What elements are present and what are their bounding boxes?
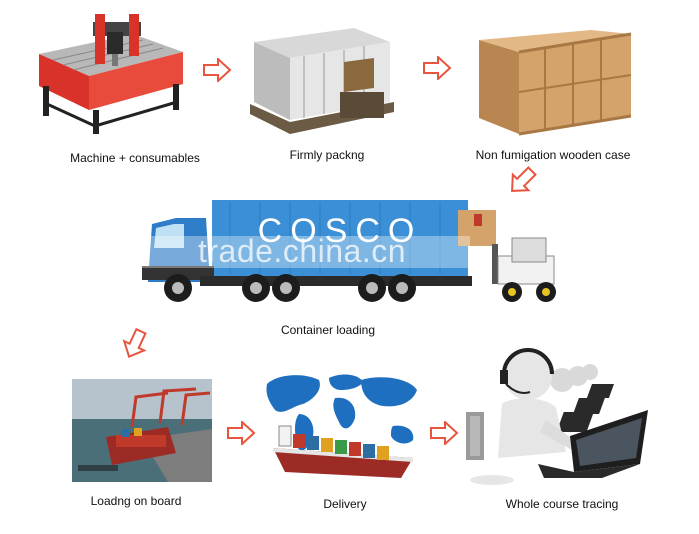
delivery-image — [263, 370, 423, 485]
arrow-right-icon — [429, 421, 459, 445]
arrow-right-icon — [226, 421, 256, 445]
packing-image — [244, 22, 394, 137]
arrow-right-icon — [422, 56, 452, 80]
machine-image — [33, 14, 185, 136]
wooden-case-image — [475, 30, 635, 140]
step-label-packing: Firmly packng — [272, 148, 382, 162]
step-label-container: Container loading — [268, 323, 388, 337]
arrow-down-left-icon — [118, 328, 152, 360]
step-label-wooden-case: Non fumigation wooden case — [470, 148, 636, 162]
arrow-down-left-icon — [505, 165, 539, 197]
step-label-tracing: Whole course tracing — [494, 497, 630, 511]
watermark-text: trade.china.cn — [142, 231, 462, 271]
tracing-image — [462, 340, 652, 490]
step-label-delivery: Delivery — [300, 497, 390, 511]
arrow-right-icon — [202, 58, 232, 82]
port-loading-image — [72, 379, 212, 482]
step-label-loading: Loadng on board — [76, 494, 196, 508]
step-label-machine: Machine + consumables — [60, 151, 210, 165]
